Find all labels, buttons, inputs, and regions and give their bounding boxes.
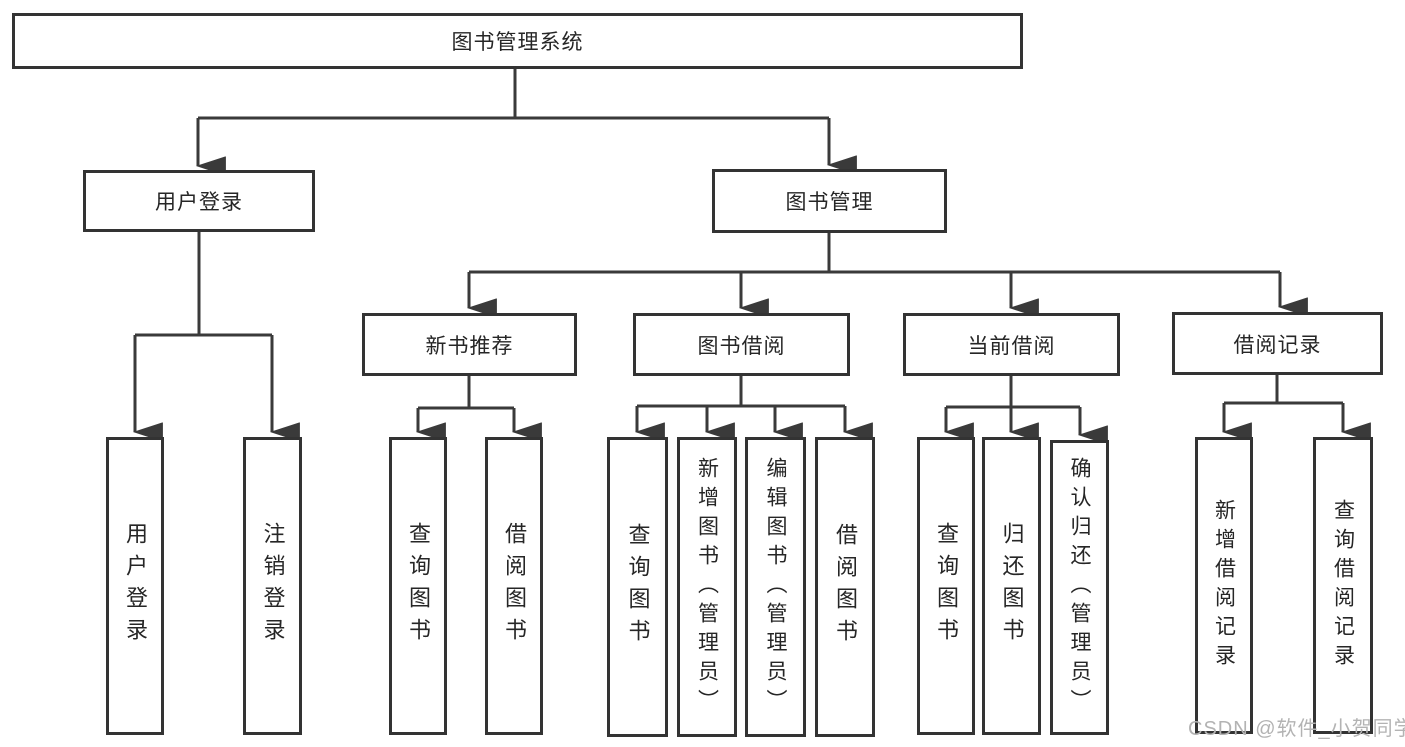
leaf-logout: 注销登录 [243,437,302,735]
leaf-nbr-query-books-label: 查询图书 [406,522,431,650]
branch-book-borrow [637,376,845,408]
node-book-borrow: 图书借阅 [633,313,850,376]
leaf-nbr-borrow-books: 借阅图书 [485,437,543,735]
leaf-cb-confirm-return-admin-label: 确认归还（管理员） [1068,457,1091,718]
leaf-bb-edit-books-admin-label: 编辑图书（管理员） [764,456,787,718]
branch-root [198,69,829,120]
leaf-br-query-record-label: 查询借阅记录 [1331,498,1355,673]
node-user-login: 用户登录 [83,170,315,232]
leaf-bb-add-books-admin: 新增图书（管理员） [677,437,737,737]
leaf-nbr-query-books: 查询图书 [389,437,447,735]
leaf-bb-query-books-label: 查询图书 [625,523,651,651]
node-book-management-label: 图书管理 [785,191,874,214]
node-current-borrow: 当前借阅 [903,313,1120,376]
node-new-book-recommend: 新书推荐 [362,313,577,376]
branch-borrow-record [1224,375,1343,405]
node-user-login-label: 用户登录 [155,191,243,214]
node-root-label: 图书管理系统 [451,31,584,54]
leaf-cb-query-books: 查询图书 [917,437,975,735]
leaf-br-add-record-label: 新增借阅记录 [1212,498,1236,673]
leaf-bb-add-books-admin-label: 新增图书（管理员） [695,456,719,718]
node-book-borrow-label: 图书借阅 [697,334,786,358]
leaf-user-login-label: 用户登录 [123,522,148,650]
leaf-user-login: 用户登录 [106,437,164,735]
leaf-nbr-borrow-books-label: 借阅图书 [502,522,527,650]
branch-current-borrow [946,376,1080,409]
leaf-cb-return-books-label: 归还图书 [999,522,1025,650]
leaf-br-add-record: 新增借阅记录 [1195,437,1253,734]
branch-new-book [418,376,514,410]
node-current-borrow-label: 当前借阅 [967,334,1056,358]
leaf-cb-return-books: 归还图书 [982,437,1041,735]
branch-user-login [135,232,272,337]
csdn-watermark: CSDN @软件_小贺同学 [1188,718,1405,740]
leaf-bb-edit-books-admin: 编辑图书（管理员） [745,437,806,737]
leaf-bb-query-books: 查询图书 [607,437,668,737]
leaf-cb-query-books-label: 查询图书 [934,522,959,650]
node-book-management: 图书管理 [712,169,947,233]
node-root: 图书管理系统 [12,13,1023,69]
node-borrow-record: 借阅记录 [1172,312,1383,375]
leaf-bb-borrow-books-label: 借阅图书 [833,523,858,651]
leaf-bb-borrow-books: 借阅图书 [815,437,875,737]
leaf-logout-label: 注销登录 [260,522,286,650]
node-new-book-recommend-label: 新书推荐 [425,334,514,358]
branch-book-mgmt [469,233,1280,274]
leaf-br-query-record: 查询借阅记录 [1313,437,1373,734]
leaf-cb-confirm-return-admin: 确认归还（管理员） [1050,440,1109,735]
node-borrow-record-label: 借阅记录 [1233,333,1322,357]
